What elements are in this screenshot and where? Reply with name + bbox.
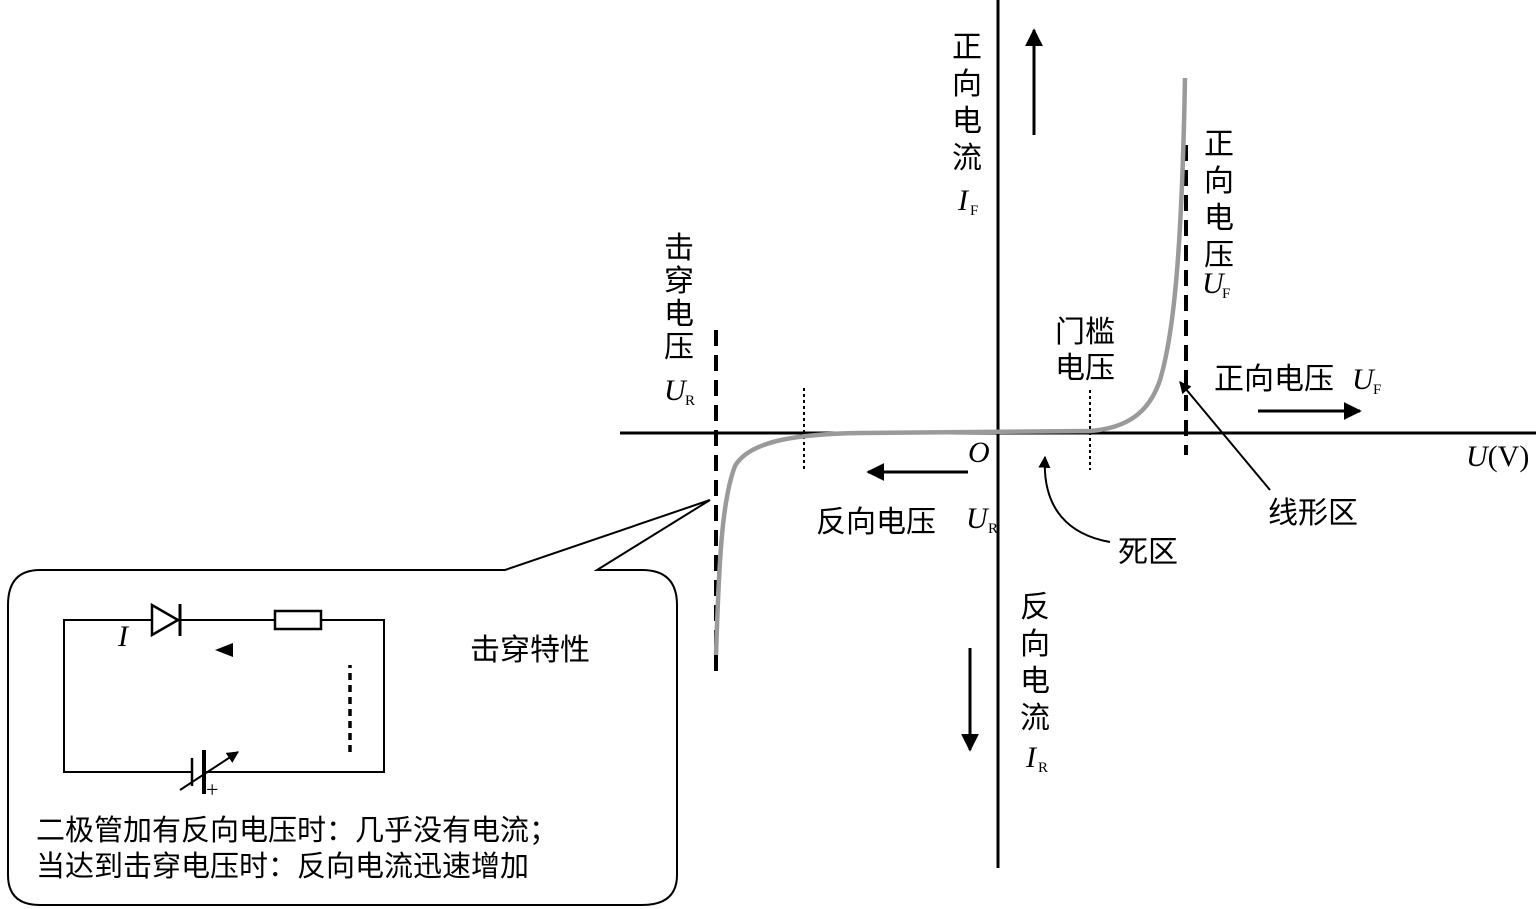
svg-text:R: R	[1038, 760, 1048, 776]
reverse-current-label: 反向电流 I R	[1020, 590, 1050, 776]
svg-text:U: U	[1202, 267, 1226, 300]
svg-text:R: R	[685, 393, 695, 409]
linear-zone-label: 线形区	[1268, 496, 1358, 531]
diode-icon	[150, 602, 181, 638]
svg-text:I: I	[1025, 741, 1038, 774]
svg-text:击穿电压: 击穿电压	[664, 231, 694, 365]
svg-text:F: F	[970, 203, 978, 219]
callout-box	[7, 499, 711, 906]
forward-current-label: 正向电流 I F	[952, 30, 982, 219]
svg-text:电压: 电压	[1055, 351, 1115, 386]
circuit-current-label: I	[117, 620, 130, 653]
breakdown-circuit	[63, 602, 385, 794]
svg-text:F: F	[1222, 286, 1230, 302]
svg-text:反向电流: 反向电流	[1020, 590, 1050, 736]
linear-zone-pointer	[1179, 381, 1271, 491]
svg-text:F: F	[1373, 382, 1381, 398]
svg-text:U: U	[1352, 363, 1376, 396]
dead-zone-pointer	[1038, 455, 1111, 543]
iv-curve	[713, 77, 1188, 656]
callout-title: 击穿特性	[470, 633, 590, 668]
callout-text-line2: 当达到击穿电压时：反向电流迅速增加	[36, 849, 529, 883]
svg-text:U: U	[966, 502, 990, 535]
svg-text:正向电流: 正向电流	[952, 30, 982, 176]
variable-arrow-icon	[179, 751, 240, 791]
threshold-voltage-label: 门槛 电压	[1055, 315, 1115, 386]
svg-text:正向电压: 正向电压	[1204, 127, 1234, 273]
forward-voltage-arrow-label: 正向电压 U F	[1214, 362, 1381, 398]
callout-text-line1: 二极管加有反向电压时：几乎没有电流；	[36, 813, 558, 847]
dead-zone-label: 死区	[1118, 535, 1178, 570]
resistor-icon	[273, 609, 323, 631]
svg-text:R: R	[988, 521, 998, 537]
forward-voltage-vertical-label: 正向电压 U F	[1202, 127, 1234, 302]
origin-label: O	[968, 436, 990, 469]
svg-text:I: I	[957, 184, 970, 217]
svg-text:U: U	[664, 374, 688, 407]
svg-text:反向电压: 反向电压	[816, 505, 936, 540]
battery-plus-label: +	[206, 777, 218, 802]
reverse-voltage-arrow-label: 反向电压 U R	[816, 502, 998, 540]
breakdown-voltage-label: 击穿电压 U R	[664, 231, 695, 409]
svg-text:正向电压: 正向电压	[1214, 362, 1334, 397]
svg-text:门槛: 门槛	[1055, 315, 1115, 350]
x-axis-label: U(V)	[1466, 440, 1529, 473]
